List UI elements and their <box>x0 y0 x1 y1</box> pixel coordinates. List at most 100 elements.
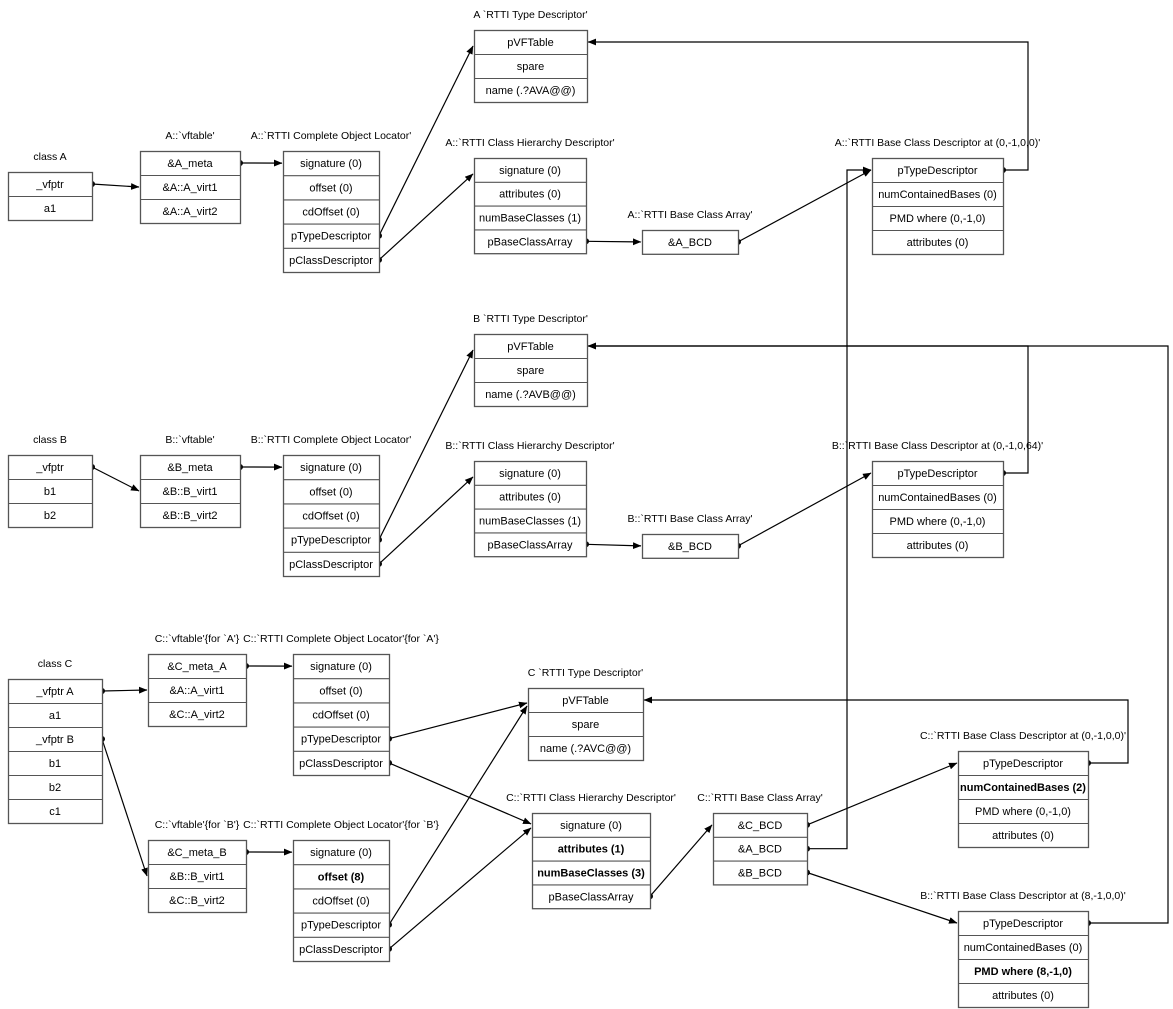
row-label-0: pTypeDescriptor <box>897 468 977 480</box>
box-frame <box>282 454 381 578</box>
connector-layer <box>89 38 1169 952</box>
row-label-2: cdOffset (0) <box>312 710 369 722</box>
connector <box>585 542 642 550</box>
box-caption: B::`vftable' <box>165 434 214 446</box>
row-label-1: attributes (0) <box>499 189 561 201</box>
connector <box>806 871 958 924</box>
connector <box>643 696 1129 764</box>
connector <box>378 349 474 540</box>
box-frame <box>292 653 391 777</box>
box-b8-bcd: B::`RTTI Base Class Descriptor at (8,-1,… <box>920 890 1126 1009</box>
box-frame <box>139 150 242 225</box>
box-frame <box>473 333 589 408</box>
row-label-3: attributes (0) <box>992 830 1054 842</box>
row-label-3: b1 <box>49 758 61 770</box>
box-caption: A::`RTTI Complete Object Locator' <box>251 130 412 142</box>
row-label-3: pTypeDescriptor <box>291 231 371 243</box>
box-frame <box>147 839 248 914</box>
box-caption: A::`RTTI Base Class Array' <box>628 209 753 221</box>
box-caption: C::`RTTI Class Hierarchy Descriptor' <box>506 792 676 804</box>
box-caption: class C <box>38 658 73 670</box>
row-label-2: PMD where (0,-1,0) <box>890 516 986 528</box>
row-label-2: b2 <box>44 510 56 522</box>
box-frame <box>473 29 589 104</box>
row-label-2: _vfptr B <box>35 734 74 746</box>
box-caption: class B <box>33 434 67 446</box>
box-c-vftable-a: C::`vftable'{for `A'}&C_meta_A&A::A_virt… <box>147 633 248 728</box>
box-b-vftable: B::`vftable'&B_meta&B::B_virt1&B::B_virt… <box>139 434 242 529</box>
row-label-4: pClassDescriptor <box>299 944 383 956</box>
connector <box>737 472 872 547</box>
connector <box>378 476 474 565</box>
row-label-0: pVFTable <box>562 695 608 707</box>
connector <box>388 705 528 926</box>
row-label-1: numContainedBases (2) <box>960 782 1086 794</box>
box-layer: class A_vfptra1A::`vftable'&A_meta&A::A_… <box>7 9 1126 1009</box>
connector <box>587 342 1169 924</box>
box-c-bca: C::`RTTI Base Class Array'&C_BCD&A_BCD&B… <box>697 792 823 886</box>
row-label-3: pTypeDescriptor <box>301 920 381 932</box>
row-label-0: _vfptr A <box>35 686 74 698</box>
connector <box>737 169 872 243</box>
row-label-1: &B::B_virt1 <box>169 871 224 883</box>
row-label-1: offset (0) <box>319 685 362 697</box>
row-label-2: name (.?AVA@@) <box>486 85 576 97</box>
connector <box>807 166 872 850</box>
box-c-bcd: C::`RTTI Base Class Descriptor at (0,-1,… <box>920 730 1126 849</box>
row-label-2: name (.?AVC@@) <box>540 743 631 755</box>
box-caption: C::`vftable'{for `B'} <box>155 819 240 831</box>
box-c-chd: C::`RTTI Class Hierarchy Descriptor'sign… <box>506 792 676 910</box>
row-label-0: &A_BCD <box>668 237 712 249</box>
box-c-col-a: C::`RTTI Complete Object Locator'{for `A… <box>243 633 439 777</box>
row-label-4: b2 <box>49 782 61 794</box>
row-label-1: spare <box>572 719 600 731</box>
row-label-2: cdOffset (0) <box>302 207 359 219</box>
box-a-col: A::`RTTI Complete Object Locator'signatu… <box>251 130 412 274</box>
row-label-3: attributes (0) <box>907 237 969 249</box>
connector <box>585 238 642 246</box>
row-label-1: &A::A_virt1 <box>169 685 224 697</box>
box-c-col-b: C::`RTTI Complete Object Locator'{for `B… <box>243 819 439 963</box>
row-label-0: signature (0) <box>300 158 362 170</box>
row-label-0: pVFTable <box>507 341 553 353</box>
row-label-4: pClassDescriptor <box>289 255 373 267</box>
row-label-0: pVFTable <box>507 37 553 49</box>
row-label-1: numContainedBases (0) <box>964 942 1083 954</box>
box-caption: B::`RTTI Base Class Descriptor at (8,-1,… <box>920 890 1125 902</box>
row-label-0: signature (0) <box>499 165 561 177</box>
box-a-td: A `RTTI Type Descriptor'pVFTablesparenam… <box>473 9 589 104</box>
row-label-2: numBaseClasses (3) <box>537 868 645 880</box>
row-label-2: name (.?AVB@@) <box>485 389 576 401</box>
connector <box>388 701 528 740</box>
box-caption: B::`RTTI Base Class Array' <box>628 513 753 525</box>
connector <box>388 827 532 950</box>
box-caption: A `RTTI Type Descriptor' <box>473 9 587 21</box>
box-frame <box>641 229 740 255</box>
connector <box>378 173 474 261</box>
row-label-4: pClassDescriptor <box>299 758 383 770</box>
connector <box>649 824 713 897</box>
box-caption: C::`RTTI Base Class Array' <box>697 792 823 804</box>
connector <box>378 45 474 236</box>
connector <box>388 762 532 825</box>
connector <box>587 342 1029 474</box>
row-label-4: pClassDescriptor <box>289 559 373 571</box>
row-label-0: signature (0) <box>310 661 372 673</box>
box-frame <box>147 653 248 728</box>
row-label-1: a1 <box>49 710 61 722</box>
row-label-2: PMD where (0,-1,0) <box>975 806 1071 818</box>
row-label-0: signature (0) <box>499 468 561 480</box>
row-label-1: offset (0) <box>309 182 352 194</box>
row-label-2: &B_BCD <box>738 868 782 880</box>
row-label-3: pBaseClassArray <box>488 236 573 248</box>
connector <box>91 183 140 190</box>
box-a-chd: A::`RTTI Class Hierarchy Descriptor'sign… <box>445 137 615 255</box>
box-b-bcd: B::`RTTI Base Class Descriptor at (0,-1,… <box>832 440 1043 559</box>
row-label-3: attributes (0) <box>907 540 969 552</box>
row-label-3: pTypeDescriptor <box>291 535 371 547</box>
row-label-0: pTypeDescriptor <box>897 165 977 177</box>
